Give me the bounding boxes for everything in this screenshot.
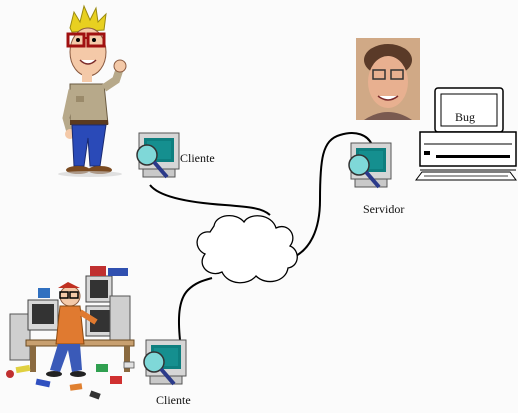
- server-label: Servidor: [363, 202, 405, 216]
- bug-terminal-label: Bug: [455, 110, 476, 124]
- client-top-label: Cliente: [180, 151, 215, 165]
- cartoon-man-waving-image: [58, 4, 127, 177]
- terminal-icon[interactable]: [415, 87, 517, 181]
- connection-line-server: [291, 132, 373, 259]
- connection-line-bottom-client: [178, 277, 213, 341]
- connection-line-top-client: [149, 184, 271, 216]
- cloud-icon: [196, 215, 298, 284]
- workstation-bottom-client[interactable]: [143, 339, 187, 386]
- workstation-server[interactable]: [348, 142, 392, 189]
- workstation-top-client[interactable]: [136, 132, 180, 179]
- client-bottom-label: Cliente: [156, 393, 191, 407]
- cartoon-man-at-desk-image: [6, 266, 135, 400]
- server-admin-photo: [356, 38, 420, 120]
